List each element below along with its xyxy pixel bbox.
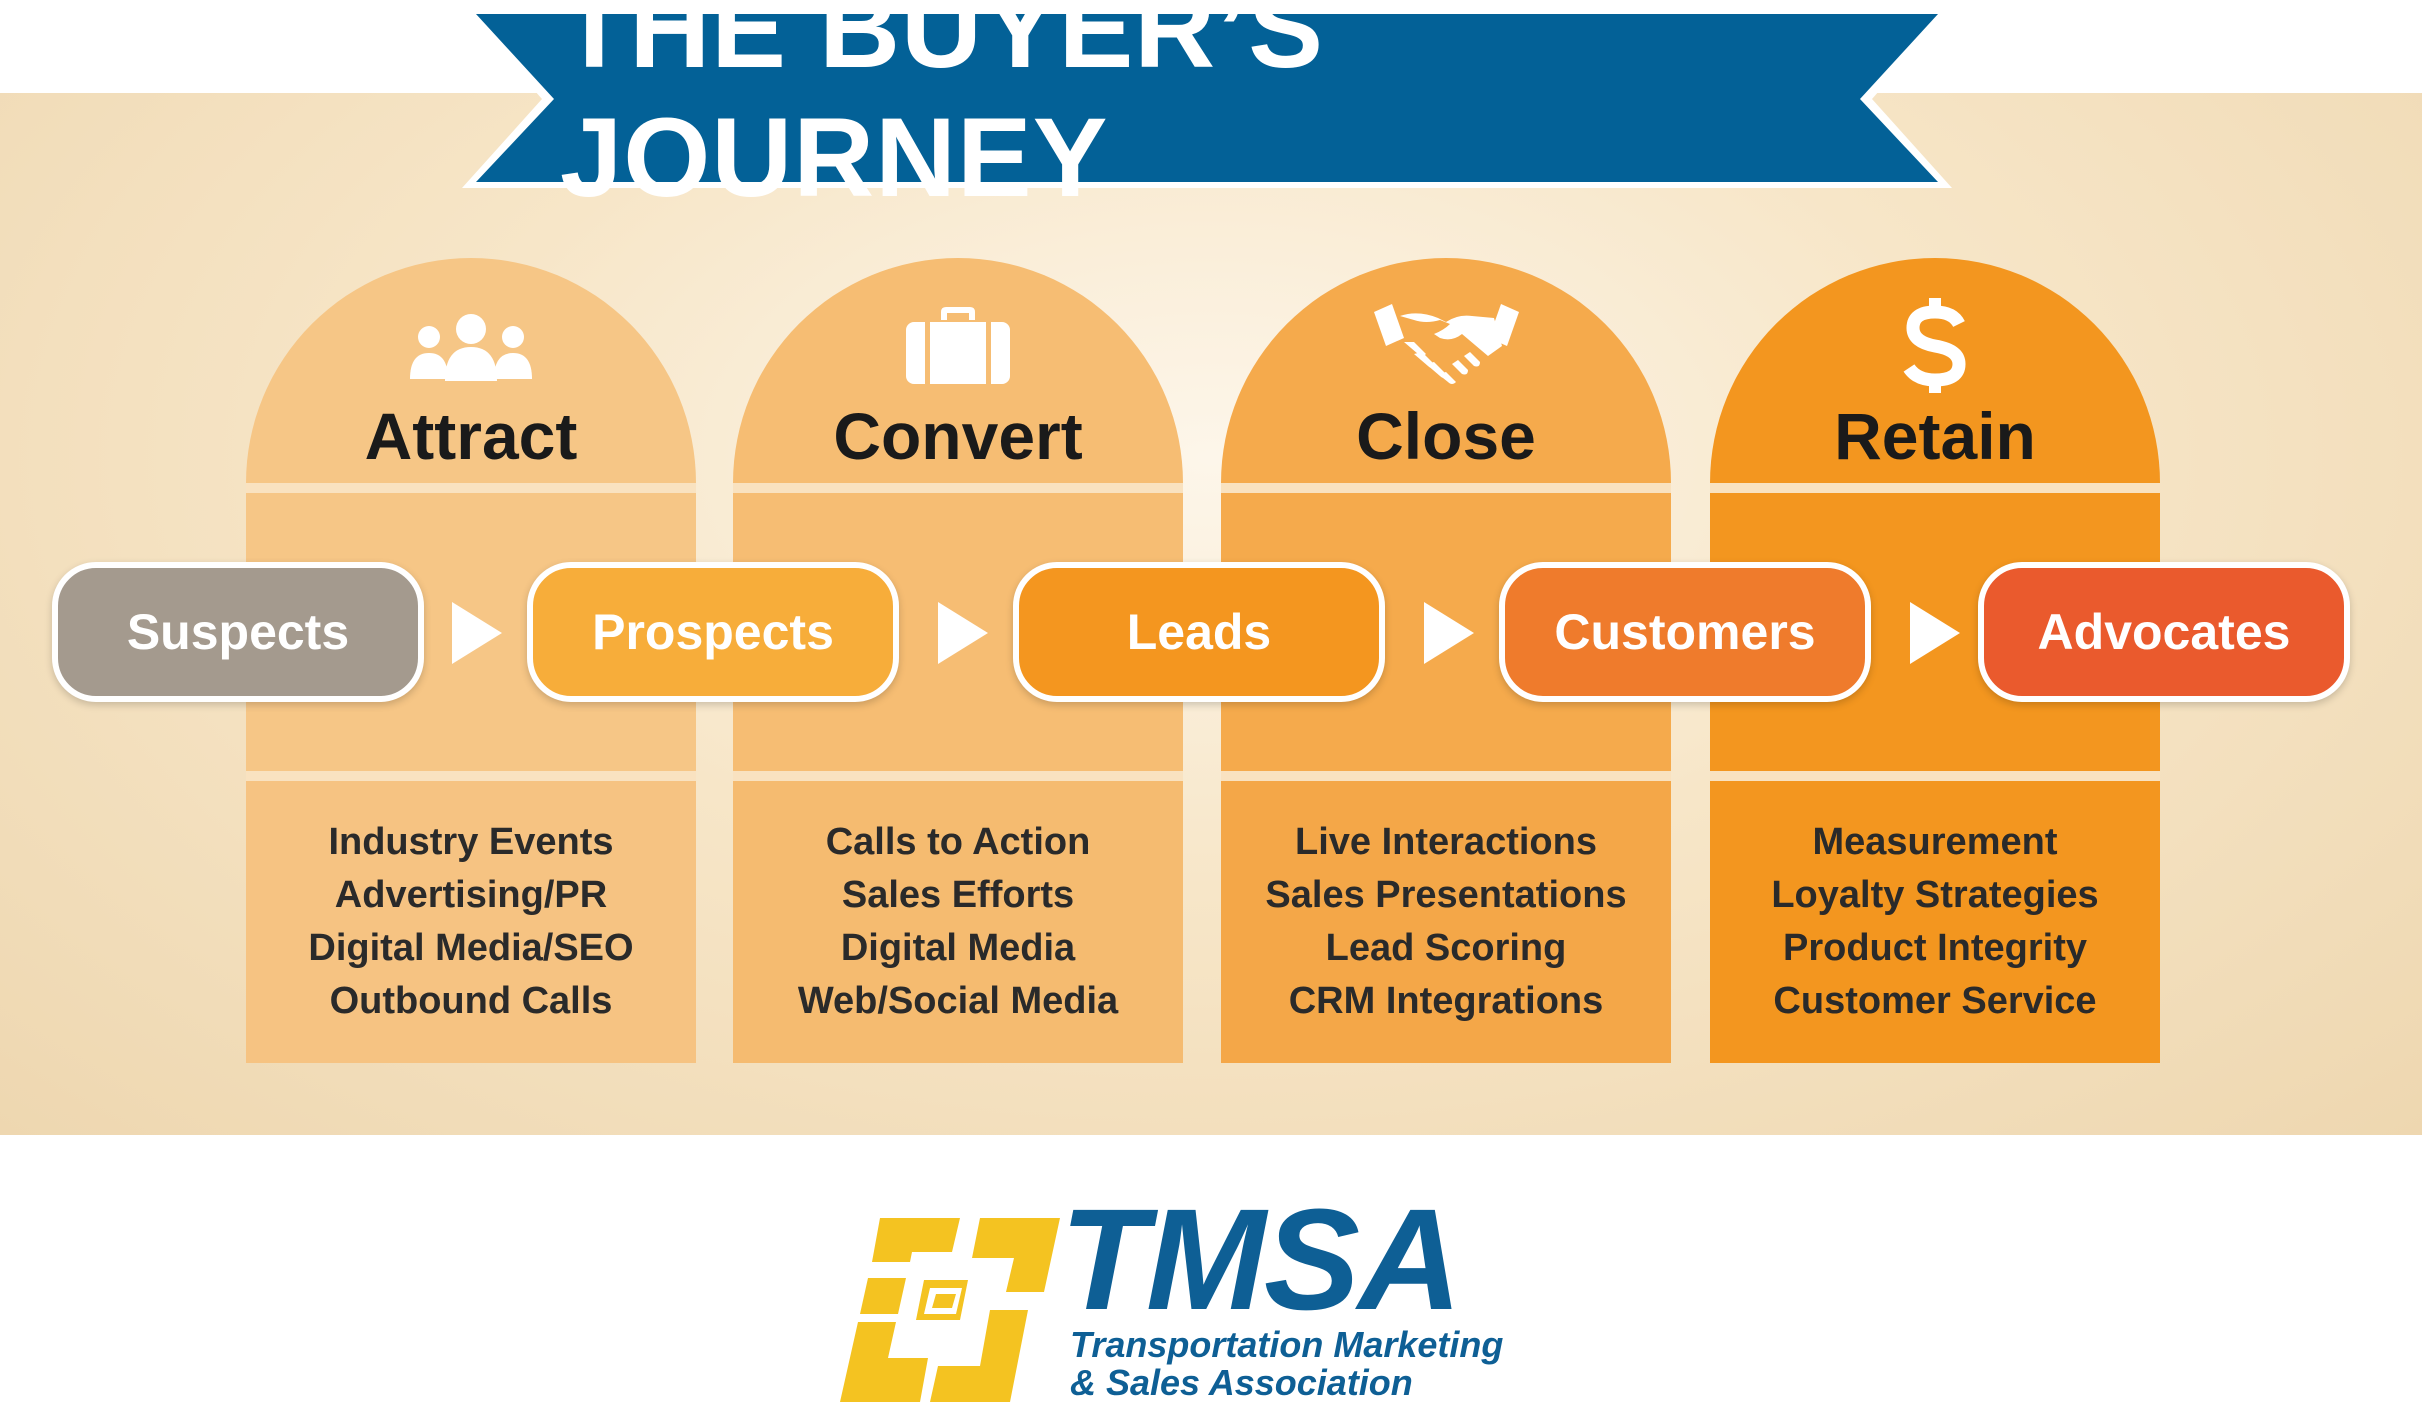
phase-items: Measurement Loyalty Strategies Product I… — [1710, 816, 2160, 1028]
list-item: Product Integrity — [1782, 927, 2088, 969]
title-ribbon — [462, 8, 1952, 188]
divider — [1710, 771, 2160, 781]
divider — [1221, 771, 1671, 781]
stage-suspects: Suspects — [52, 562, 424, 702]
tmsa-logo-mark — [840, 1218, 1060, 1402]
divider — [1710, 483, 2160, 493]
phase-title: Close — [1356, 399, 1536, 473]
phase-title: Convert — [833, 399, 1083, 473]
divider — [733, 771, 1183, 781]
phase-title: Attract — [364, 399, 578, 473]
stage-customers: Customers — [1499, 562, 1871, 702]
logo-subtitle-line: & Sales Association — [1070, 1362, 1413, 1403]
phase-list-panel — [246, 781, 696, 1063]
phase-items: Industry Events Advertising/PR Digital M… — [246, 816, 696, 1028]
stage-leads: Leads — [1013, 562, 1385, 702]
divider — [733, 483, 1183, 493]
divider — [246, 483, 696, 493]
list-item: Advertising/PR — [334, 874, 608, 916]
logo-wordmark: TMSA — [1060, 1179, 1462, 1340]
list-item: Digital Media — [840, 927, 1076, 969]
phase-items: Calls to Action Sales Efforts Digital Me… — [733, 816, 1183, 1028]
list-item: Outbound Calls — [329, 980, 613, 1022]
list-item: Web/Social Media — [797, 980, 1119, 1022]
list-item: Loyalty Strategies — [1771, 874, 2099, 916]
stage-prospects: Prospects — [527, 562, 899, 702]
stage-advocates: Advocates — [1978, 562, 2350, 702]
list-item: Calls to Action — [825, 821, 1091, 863]
handshake-icon — [1371, 298, 1521, 393]
phase-list-panel — [1221, 781, 1671, 1063]
list-item: Industry Events — [328, 821, 614, 863]
dollar-icon — [1860, 298, 2010, 393]
phase-list-panel — [733, 781, 1183, 1063]
logo-subtitle: Transportation Marketing & Sales Associa… — [1070, 1326, 1530, 1402]
list-item: Customer Service — [1773, 980, 2097, 1022]
phase-title: Retain — [1834, 399, 2036, 473]
phase-retain: Retain Measurement Loyalty Strategies Pr… — [1710, 258, 2160, 1063]
phase-list-panel — [1710, 781, 2160, 1063]
divider — [1221, 483, 1671, 493]
phase-items: Live Interactions Sales Presentations Le… — [1221, 816, 1671, 1028]
divider — [246, 771, 696, 781]
logo-subtitle-line: Transportation Marketing — [1070, 1324, 1504, 1365]
list-item: Measurement — [1812, 821, 2058, 863]
list-item: Sales Presentations — [1265, 874, 1627, 916]
briefcase-icon — [883, 298, 1033, 393]
arrow-right-icon — [938, 602, 988, 664]
arrow-right-icon — [452, 602, 502, 664]
page-title: THE BUYER’S JOURNEY — [560, 0, 1324, 220]
people-icon — [396, 298, 546, 393]
arrow-right-icon — [1910, 602, 1960, 664]
list-item: Sales Efforts — [841, 874, 1075, 916]
arrow-right-icon — [1424, 602, 1474, 664]
list-item: CRM Integrations — [1288, 980, 1604, 1022]
list-item: Lead Scoring — [1325, 927, 1567, 969]
list-item: Live Interactions — [1295, 821, 1597, 863]
list-item: Digital Media/SEO — [308, 927, 634, 969]
